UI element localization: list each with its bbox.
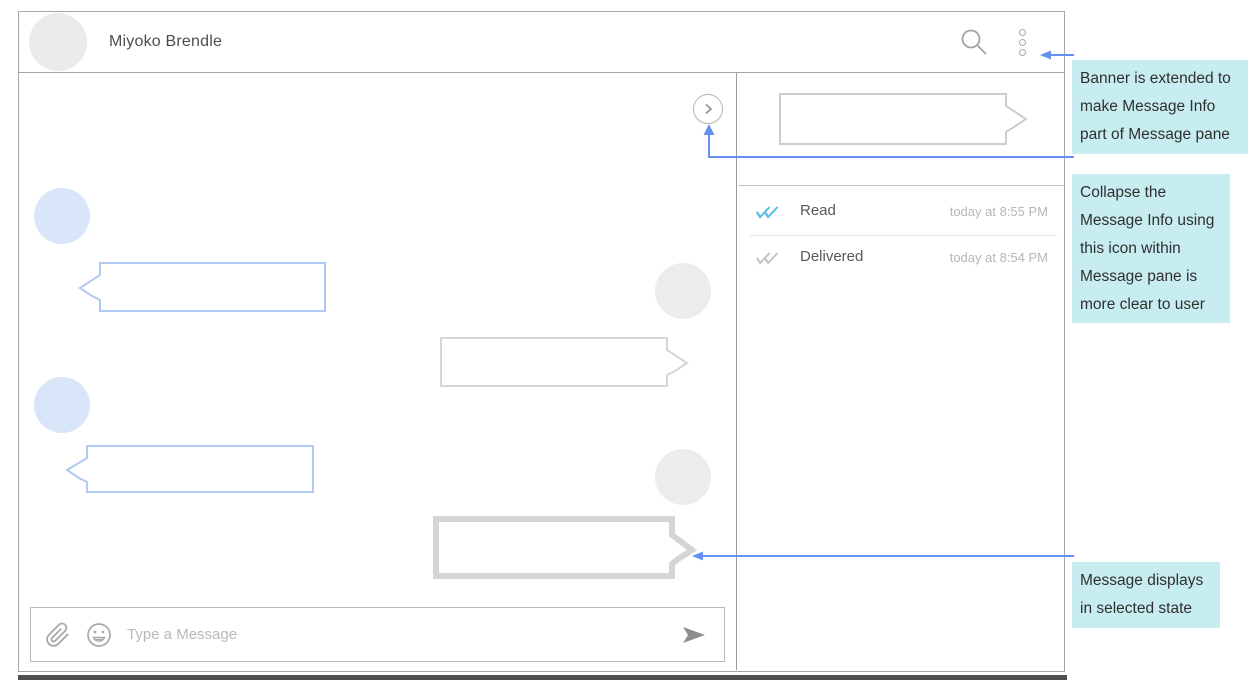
contact-name: Miyoko Brendle: [109, 33, 223, 50]
outgoing-avatar: [655, 449, 711, 505]
send-button[interactable]: [680, 622, 708, 648]
search-icon: [961, 29, 987, 55]
smiley-icon: [87, 622, 111, 647]
contact-avatar: [29, 13, 87, 71]
app-window: Miyoko Brendle: [18, 11, 1065, 672]
annotation-selected-state: Message displays in selected state: [1072, 562, 1220, 628]
delivered-label: Delivered: [800, 248, 864, 265]
annotation-collapse-icon: Collapse the Message Info using this ico…: [1072, 174, 1230, 324]
incoming-message-bubble[interactable]: [61, 442, 319, 496]
incoming-message-bubble[interactable]: [74, 259, 330, 315]
annotation-banner-extended: Banner is extended to make Message Info …: [1072, 60, 1248, 154]
message-info-pane: Read today at 8:55 PM Delivered today at…: [738, 73, 1064, 670]
read-label: Read: [800, 202, 836, 219]
delivered-double-check-icon: [755, 252, 779, 265]
collapse-message-info-button[interactable]: [693, 94, 723, 124]
header-actions: [958, 24, 1064, 60]
row-divider: [750, 235, 1057, 236]
chat-header: Miyoko Brendle: [19, 12, 1064, 73]
delivered-status-row: Delivered today at 8:54 PM: [738, 235, 1064, 281]
search-button[interactable]: [958, 26, 990, 58]
menu-button[interactable]: [1012, 24, 1032, 60]
delivered-timestamp: today at 8:54 PM: [949, 250, 1048, 265]
read-double-check-icon: [755, 206, 779, 219]
selected-message-bubble[interactable]: [430, 513, 700, 583]
chevron-right-icon: [705, 103, 713, 115]
incoming-avatar: [34, 377, 90, 433]
incoming-avatar: [34, 188, 90, 244]
menu-dots-icon: [1018, 28, 1026, 36]
outgoing-avatar: [655, 263, 711, 319]
app-body: Read today at 8:55 PM Delivered today at…: [19, 73, 1064, 670]
info-section-divider: [738, 185, 1064, 186]
paperclip-icon: [46, 622, 69, 647]
read-status-row: Read today at 8:55 PM: [738, 189, 1064, 235]
selected-message-preview-bubble: [779, 93, 1028, 145]
mockup-bottom-bar: [18, 675, 1067, 680]
emoji-button[interactable]: [85, 621, 113, 649]
send-icon: [683, 626, 705, 643]
read-timestamp: today at 8:55 PM: [949, 204, 1048, 219]
message-pane: [19, 73, 737, 670]
message-input[interactable]: [127, 626, 666, 643]
composer-bar: [30, 607, 725, 662]
outgoing-message-bubble[interactable]: [437, 334, 691, 390]
attach-button[interactable]: [45, 622, 71, 648]
